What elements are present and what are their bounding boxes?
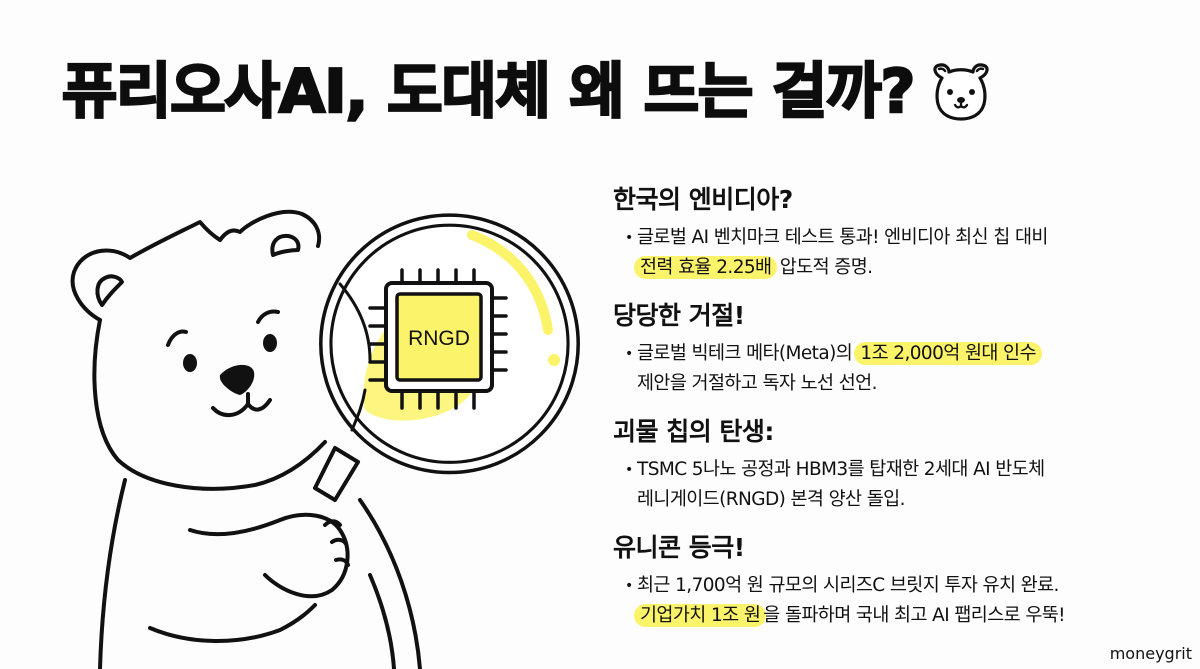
bullet-item: • 글로벌 빅테크 메타(Meta)의 1조 2,000억 원대 인수 제안을 … [613,339,1173,399]
chip-label: RNGD [408,327,470,350]
bullet-item: • 최근 1,700억 원 규모의 시리즈C 브릿지 투자 유치 완료. 기업가… [613,571,1173,631]
bear-body [98,478,127,669]
section-unicorn: 유니콘 등극! • 최근 1,700억 원 규모의 시리즈C 브릿지 투자 유치… [613,531,1173,631]
bear-head [70,209,322,322]
highlight: 전력 효율 2.25배 [634,256,778,279]
bullet-dot: • [625,578,633,594]
section-heading: 유니콘 등극! [613,533,745,562]
section-monster-chip: 괴물 칩의 탄생: • TSMC 5나노 공정과 HBM3를 탑재한 2세대 A… [613,415,1173,515]
bullet-item: • 글로벌 AI 벤치마크 테스트 통과! 엔비디아 최신 칩 대비 전력 효율… [613,223,1173,283]
section-rejection: 당당한 거절! • 글로벌 빅테크 메타(Meta)의 1조 2,000억 원대… [613,299,1173,399]
bear-face-icon [933,63,989,121]
watermark: moneygrit [1109,644,1192,663]
title-text: 퓨리오사AI, 도대체 왜 뜨는 걸까? [61,57,917,127]
section-heading: 한국의 엔비디아? [613,185,793,214]
bullet-dot: • [625,462,633,478]
info-panel: 한국의 엔비디아? • 글로벌 AI 벤치마크 테스트 통과! 엔비디아 최신 … [613,183,1173,647]
page-title: 퓨리오사AI, 도대체 왜 뜨는 걸까? [61,57,994,127]
bullet-dot: • [625,346,633,362]
bullet-dot: • [625,230,633,246]
bear-magnifier-illustration: RNGD [70,209,580,669]
highlight: 기업가치 1조 원 [634,604,767,627]
section-heading: 당당한 거절! [613,301,745,330]
highlight: 1조 2,000억 원대 인수 [854,342,1042,365]
section-heading: 괴물 칩의 탄생: [613,417,774,446]
section-korean-nvidia: 한국의 엔비디아? • 글로벌 AI 벤치마크 테스트 통과! 엔비디아 최신 … [613,183,1173,283]
bullet-item: • TSMC 5나노 공정과 HBM3를 탑재한 2세대 AI 반도체 레니게이… [613,455,1173,515]
